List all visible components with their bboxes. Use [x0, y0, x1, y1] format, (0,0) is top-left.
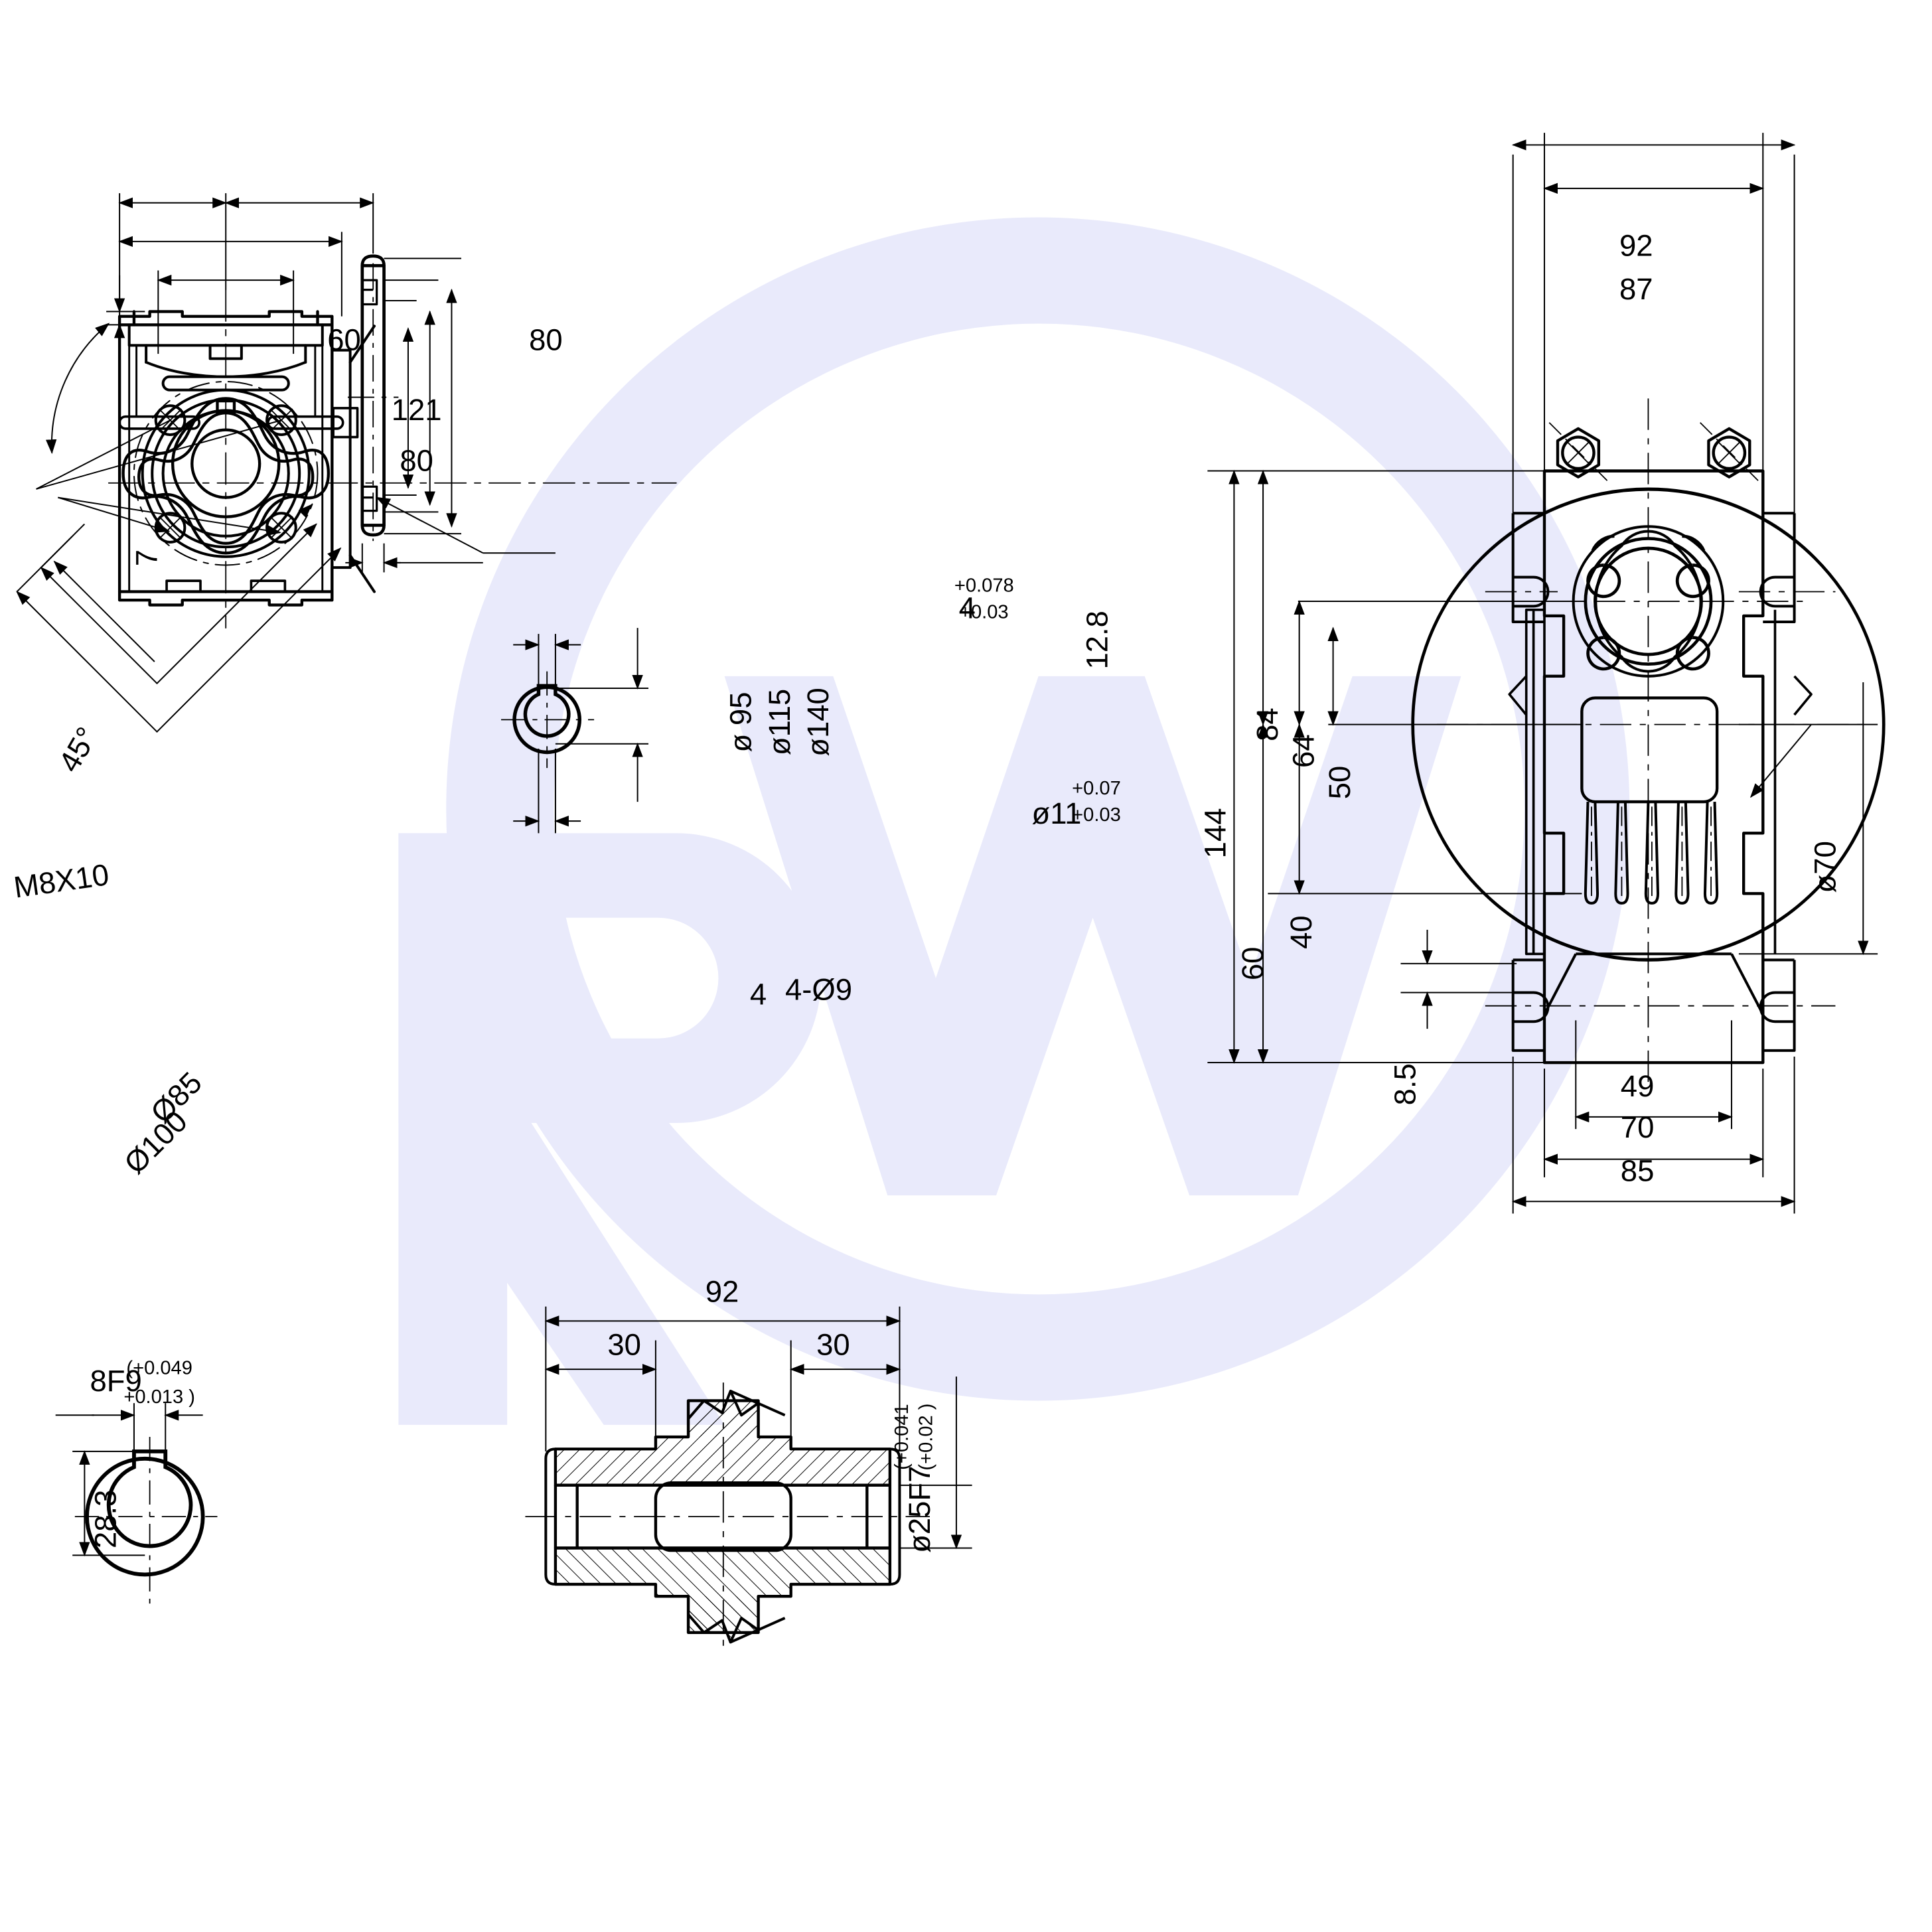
right-left-fin-strip	[1508, 608, 1813, 956]
front-flange-transition	[331, 315, 376, 602]
front-view-dimensions	[16, 193, 556, 733]
dimension-label-kt2: +0.03	[960, 602, 1009, 623]
dimension-label-r85: 85	[1621, 1153, 1655, 1187]
dimension-label-r92: 92	[1619, 229, 1653, 263]
dimension-label-kb0: ø11	[1031, 796, 1081, 830]
dimension-label-r40: 40	[1284, 915, 1318, 949]
right-bottom-taper	[1543, 952, 1765, 1015]
dimension-label-d115: ø115	[763, 689, 796, 755]
dimension-label-r49: 49	[1621, 1069, 1655, 1103]
watermark-logo	[398, 217, 1630, 1425]
front-output-bore	[171, 399, 281, 518]
dimension-label-l4: 4	[750, 978, 767, 1011]
dimension-label-lm8: M8X10	[12, 857, 111, 905]
dimension-label-h25: ø25F7	[903, 1466, 936, 1553]
dimension-label-l121: 121	[392, 393, 442, 427]
flange-outline	[360, 254, 386, 537]
dimension-label-ht1: (+0.041	[891, 1404, 913, 1470]
keyway-bore	[523, 684, 571, 738]
dimension-label-r70: 70	[1621, 1110, 1655, 1144]
dimension-label-r87: 87	[1619, 272, 1653, 306]
dimension-label-r50: 50	[1323, 766, 1357, 800]
hollow-shaft-section-view	[525, 1306, 972, 1652]
dimension-label-b8f9: 8F9	[90, 1364, 141, 1398]
flange-side-view	[347, 254, 399, 542]
keyway-dimensions	[513, 628, 649, 834]
dimension-label-rd70: ø70	[1808, 841, 1842, 893]
dimension-label-r60: 60	[1236, 947, 1270, 981]
right-fin-block	[1580, 696, 1719, 804]
dimension-label-r84: 84	[1250, 707, 1284, 741]
bore-detail-centerlines	[74, 1437, 218, 1604]
dimension-label-bt1: (+0.049	[126, 1357, 192, 1378]
dimension-label-kt1: +0.078	[954, 575, 1014, 596]
dimension-label-r85b: 8.5	[1388, 1063, 1422, 1105]
right-view-dimensions	[1207, 133, 1878, 1214]
dimension-label-ht2: (+0.02 )	[916, 1403, 937, 1470]
dimension-label-h30b: 30	[816, 1327, 850, 1361]
right-cooling-fins	[1584, 802, 1719, 905]
dimension-label-kb1: +0.07	[1072, 778, 1121, 799]
dimension-label-l80i: 80	[400, 444, 433, 478]
hollow-shaft-centerlines	[525, 1382, 930, 1652]
dimension-label-kt0: 4	[959, 591, 976, 625]
right-hex-bolts	[1556, 427, 1751, 479]
dimension-label-l128: 12.8	[1080, 611, 1114, 670]
dimension-label-kb2: +0.03	[1072, 804, 1121, 826]
dimension-label-d95: ø 95	[724, 692, 758, 752]
dimension-label-l80t: 80	[529, 323, 563, 357]
dimension-label-h92: 92	[706, 1274, 739, 1308]
dimension-label-bt2: +0.013 )	[123, 1386, 195, 1408]
dimension-label-d140: ø140	[801, 688, 835, 757]
right-housing-body	[1542, 469, 1765, 1065]
keyway-detail-view	[501, 628, 649, 834]
dimension-label-l60: 60	[327, 323, 361, 357]
flange-bolt-holes	[362, 279, 378, 512]
right-bolt-axis	[1548, 422, 1759, 481]
bore-detail-inner	[106, 1449, 193, 1548]
dimension-label-l4d9: 4-Ø9	[785, 972, 852, 1006]
bore-keyway-detail-view	[55, 1403, 218, 1604]
right-hex-bolt-crosshair	[1566, 440, 1742, 466]
right-fin-centerlines	[1591, 806, 1712, 899]
dimension-label-r144: 144	[1199, 808, 1232, 858]
right-side-view	[1411, 398, 1886, 1087]
keyway-centerlines	[501, 671, 595, 769]
dimension-label-r64: 64	[1286, 734, 1320, 768]
hollow-shaft-dimensions	[544, 1306, 972, 1550]
dimension-label-l7: 7	[130, 550, 164, 566]
dimension-label-h30a: 30	[607, 1327, 641, 1361]
dimension-label-b283: 28.3	[89, 1490, 123, 1549]
dimension-label-l45: 45°	[52, 721, 104, 778]
bore-detail-dimensions	[55, 1403, 203, 1557]
